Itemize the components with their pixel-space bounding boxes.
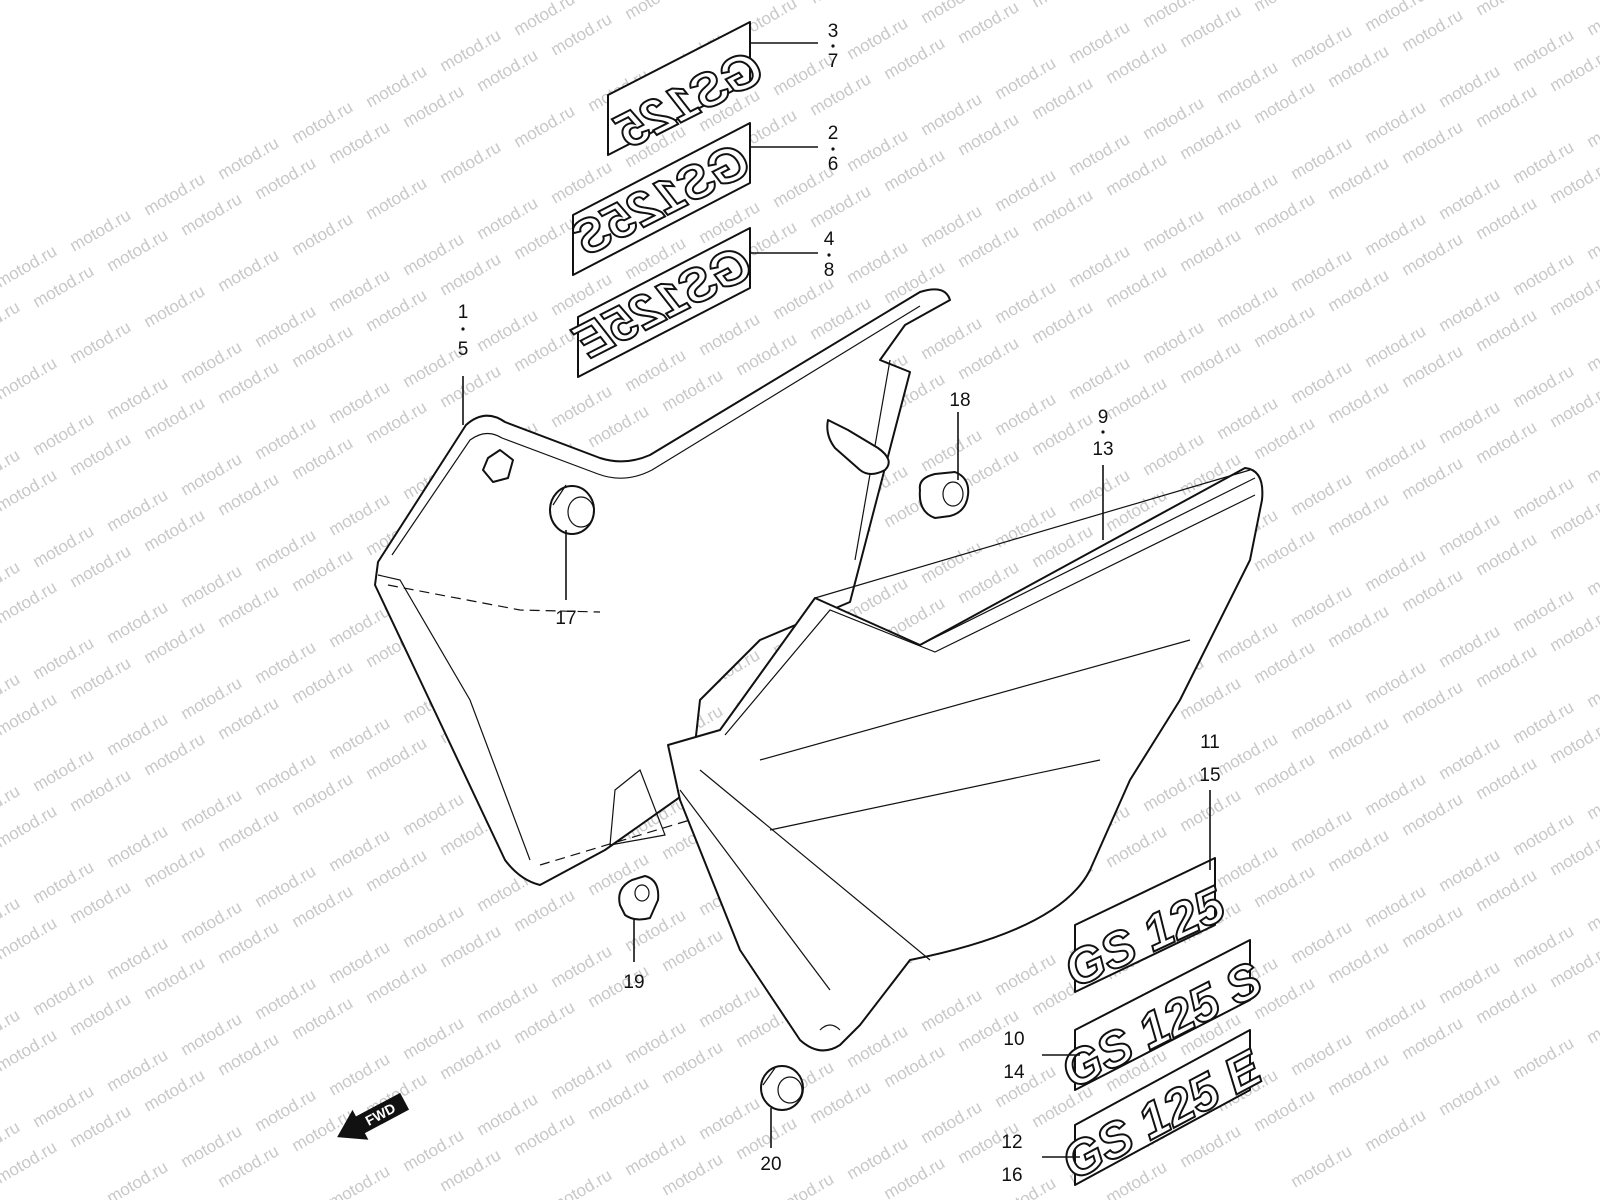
watermark-text: motod.ru bbox=[0, 1025, 60, 1075]
watermark-text: motod.ru bbox=[1584, 885, 1600, 935]
callout-19: 19 bbox=[623, 972, 644, 993]
callout-20-label: 20 bbox=[760, 1154, 781, 1175]
grommet-19 bbox=[618, 875, 660, 921]
callout-9-13: 9 13 bbox=[1092, 407, 1113, 460]
callout-2: 2 bbox=[828, 123, 839, 144]
grommet-18 bbox=[918, 471, 970, 519]
watermark-text: motod.ru bbox=[511, 101, 579, 151]
watermark-text: motod.ru bbox=[955, 0, 1023, 47]
watermark-text: motod.ru bbox=[141, 281, 209, 331]
callout-19-label: 19 bbox=[623, 972, 644, 993]
callout-20: 20 bbox=[760, 1154, 781, 1175]
watermark-text: motod.ru bbox=[1251, 0, 1319, 15]
watermark-text: motod.ru bbox=[0, 913, 60, 963]
watermark-text: motod.ru bbox=[1584, 437, 1600, 487]
callout-11: 11 bbox=[1200, 732, 1220, 753]
watermark-text: motod.ru bbox=[1584, 549, 1600, 599]
callout-4-8: 4 8 bbox=[824, 229, 835, 281]
grommet-17 bbox=[549, 484, 595, 535]
callout-10-14: 10 14 bbox=[1003, 1029, 1025, 1083]
watermark-text: motod.ru bbox=[0, 689, 60, 739]
callout-15: 15 bbox=[1199, 765, 1220, 786]
watermark-text: motod.ru bbox=[1584, 773, 1600, 823]
watermark-text: motod.ru bbox=[0, 801, 60, 851]
right-side-cover bbox=[667, 467, 1264, 1052]
callout-5: 5 bbox=[458, 339, 469, 360]
watermark-text: motod.ru bbox=[67, 317, 135, 367]
left-side-cover bbox=[374, 288, 951, 886]
watermark-text: motod.ru bbox=[1029, 0, 1097, 11]
callout-1: 1 bbox=[458, 302, 469, 323]
watermark-text: motod.ru bbox=[215, 245, 283, 295]
callout-10: 10 bbox=[1003, 1029, 1024, 1050]
callout-12: 12 bbox=[1001, 1132, 1022, 1153]
callout-2-6: 2 6 bbox=[828, 123, 839, 175]
watermark-text: motod.ru bbox=[1362, 1105, 1430, 1155]
callout-18: 18 bbox=[949, 390, 970, 411]
callout-12-16: 12 16 bbox=[1001, 1132, 1022, 1186]
watermark-text: motod.ru bbox=[1584, 325, 1600, 375]
watermark-text: motod.ru bbox=[1510, 1033, 1578, 1083]
callout-7: 7 bbox=[828, 51, 839, 72]
watermark-text: motod.ru bbox=[0, 297, 23, 347]
callout-11-15: 11 15 bbox=[1199, 732, 1220, 786]
watermark-text: motod.ru bbox=[0, 353, 60, 403]
watermark-text: motod.ru bbox=[1473, 0, 1541, 19]
callout-8: 8 bbox=[824, 260, 835, 281]
watermark-text: motod.ru bbox=[104, 1157, 172, 1200]
watermark-text: motod.ru bbox=[1584, 101, 1600, 151]
callout-6: 6 bbox=[828, 154, 839, 175]
callout-3-7: 3 7 bbox=[828, 21, 839, 72]
watermark-text: motod.ru bbox=[1584, 997, 1600, 1047]
watermark-text: motod.ru bbox=[1584, 661, 1600, 711]
callout-4: 4 bbox=[824, 229, 835, 250]
grommet-20 bbox=[760, 1065, 804, 1111]
watermark-text: motod.ru bbox=[289, 209, 357, 259]
callout-14: 14 bbox=[1003, 1062, 1025, 1083]
callout-17: 17 bbox=[555, 608, 576, 629]
callout-17-label: 17 bbox=[555, 608, 576, 629]
watermark-text: motod.ru bbox=[807, 0, 875, 7]
watermark-text: motod.ru bbox=[622, 0, 690, 23]
callout-18-label: 18 bbox=[949, 390, 970, 411]
leader-lines bbox=[462, 42, 1211, 1158]
watermark-text: motod.ru bbox=[1436, 1069, 1504, 1119]
watermark-text: motod.ru bbox=[0, 465, 60, 515]
watermark-text: motod.ru bbox=[1584, 213, 1600, 263]
callout-9: 9 bbox=[1098, 407, 1109, 428]
callout-16: 16 bbox=[1001, 1165, 1022, 1186]
callout-13: 13 bbox=[1092, 439, 1113, 460]
callout-1-5: 1 5 bbox=[458, 302, 469, 360]
watermark-text: motod.ru bbox=[363, 173, 431, 223]
watermark-text: motod.ru bbox=[548, 1165, 616, 1200]
watermark-text: motod.ru bbox=[437, 137, 505, 187]
watermark-text: motod.ru bbox=[1584, 0, 1600, 39]
watermark-text: motod.ru bbox=[326, 1161, 394, 1200]
callout-3: 3 bbox=[828, 21, 839, 42]
watermark-text: motod.ru bbox=[1288, 1141, 1356, 1191]
watermark-text: motod.ru bbox=[0, 1137, 60, 1187]
watermark-text: motod.ru bbox=[0, 577, 60, 627]
